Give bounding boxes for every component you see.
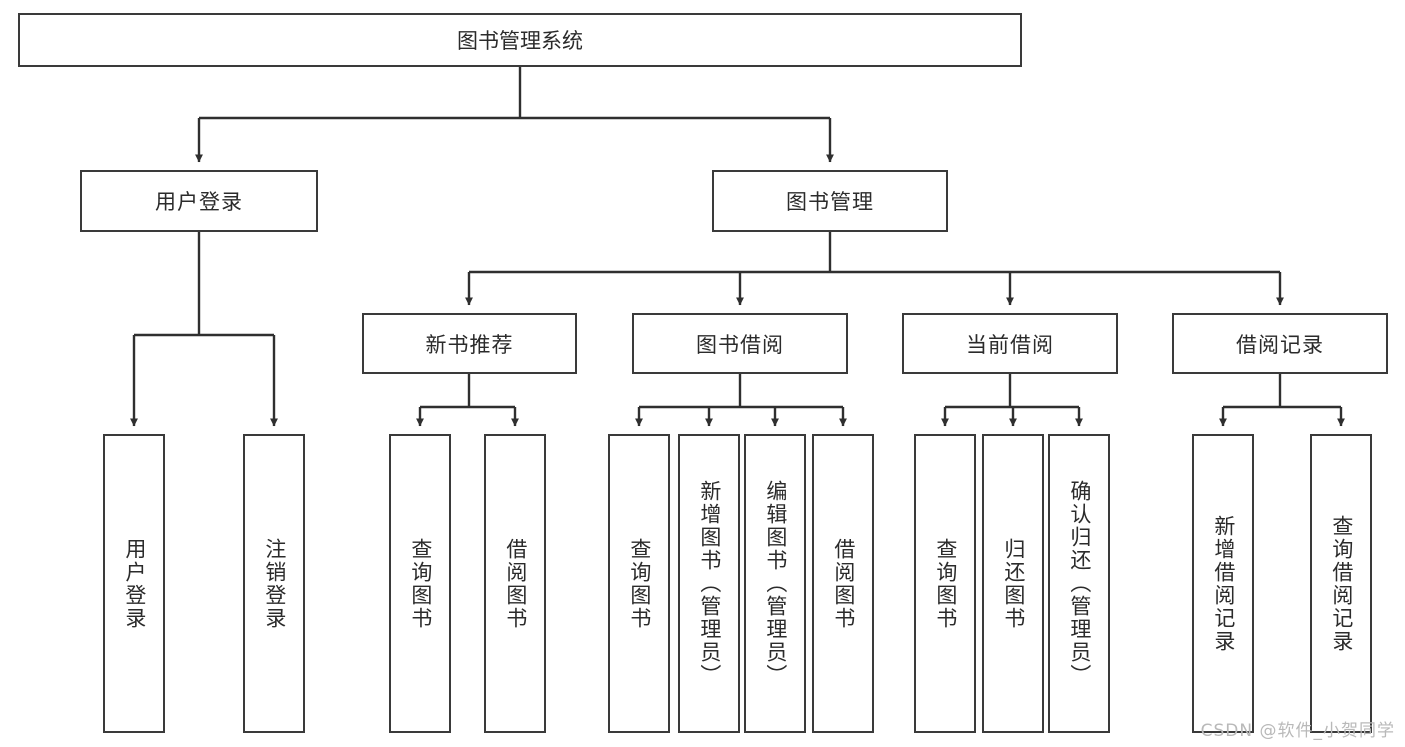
node-book-borrow[interactable]: 图书借阅: [632, 313, 848, 374]
node-leaf-add-book-label: 新增图书（管理员）: [697, 480, 722, 687]
node-user-login-label: 用户登录: [155, 190, 243, 214]
node-root-label: 图书管理系统: [457, 29, 583, 53]
node-book-borrow-label: 图书借阅: [696, 332, 784, 357]
node-leaf-borrow-book-2-label: 借阅图书: [831, 537, 856, 630]
node-leaf-add-borrow-record[interactable]: 新增借阅记录: [1192, 434, 1254, 733]
node-leaf-edit-book-label: 编辑图书（管理员）: [763, 480, 788, 687]
node-leaf-edit-book[interactable]: 编辑图书（管理员）: [744, 434, 806, 733]
node-new-book-recommend[interactable]: 新书推荐: [362, 313, 577, 374]
node-leaf-return-book-label: 归还图书: [1001, 537, 1026, 630]
node-borrow-record[interactable]: 借阅记录: [1172, 313, 1388, 374]
node-leaf-logout-label: 注销登录: [262, 537, 287, 630]
node-leaf-borrow-book-1[interactable]: 借阅图书: [484, 434, 546, 733]
node-leaf-confirm-return-label: 确认归还（管理员）: [1067, 480, 1092, 687]
node-new-book-recommend-label: 新书推荐: [425, 332, 514, 357]
node-leaf-query-book-2-label: 查询图书: [627, 537, 652, 630]
node-leaf-query-book-2[interactable]: 查询图书: [608, 434, 670, 733]
node-leaf-confirm-return[interactable]: 确认归还（管理员）: [1048, 434, 1110, 733]
node-leaf-logout[interactable]: 注销登录: [243, 434, 305, 733]
node-leaf-query-book-3-label: 查询图书: [933, 537, 958, 630]
node-leaf-return-book[interactable]: 归还图书: [982, 434, 1044, 733]
node-leaf-borrow-book-2[interactable]: 借阅图书: [812, 434, 874, 733]
node-leaf-query-book-1[interactable]: 查询图书: [389, 434, 451, 733]
node-leaf-query-book-1-label: 查询图书: [408, 537, 433, 630]
node-book-manage[interactable]: 图书管理: [712, 170, 948, 232]
node-leaf-user-login-label: 用户登录: [122, 537, 147, 630]
node-leaf-borrow-book-1-label: 借阅图书: [503, 537, 528, 630]
node-book-manage-label: 图书管理: [786, 190, 874, 214]
node-borrow-record-label: 借阅记录: [1236, 332, 1324, 357]
node-leaf-query-borrow-record-label: 查询借阅记录: [1329, 514, 1354, 653]
node-leaf-user-login[interactable]: 用户登录: [103, 434, 165, 733]
node-current-borrow-label: 当前借阅: [966, 332, 1054, 357]
node-user-login[interactable]: 用户登录: [80, 170, 318, 232]
node-leaf-query-book-3[interactable]: 查询图书: [914, 434, 976, 733]
node-leaf-add-book[interactable]: 新增图书（管理员）: [678, 434, 740, 733]
node-root[interactable]: 图书管理系统: [18, 13, 1022, 67]
node-current-borrow[interactable]: 当前借阅: [902, 313, 1118, 374]
node-leaf-add-borrow-record-label: 新增借阅记录: [1211, 514, 1236, 653]
node-leaf-query-borrow-record[interactable]: 查询借阅记录: [1310, 434, 1372, 733]
